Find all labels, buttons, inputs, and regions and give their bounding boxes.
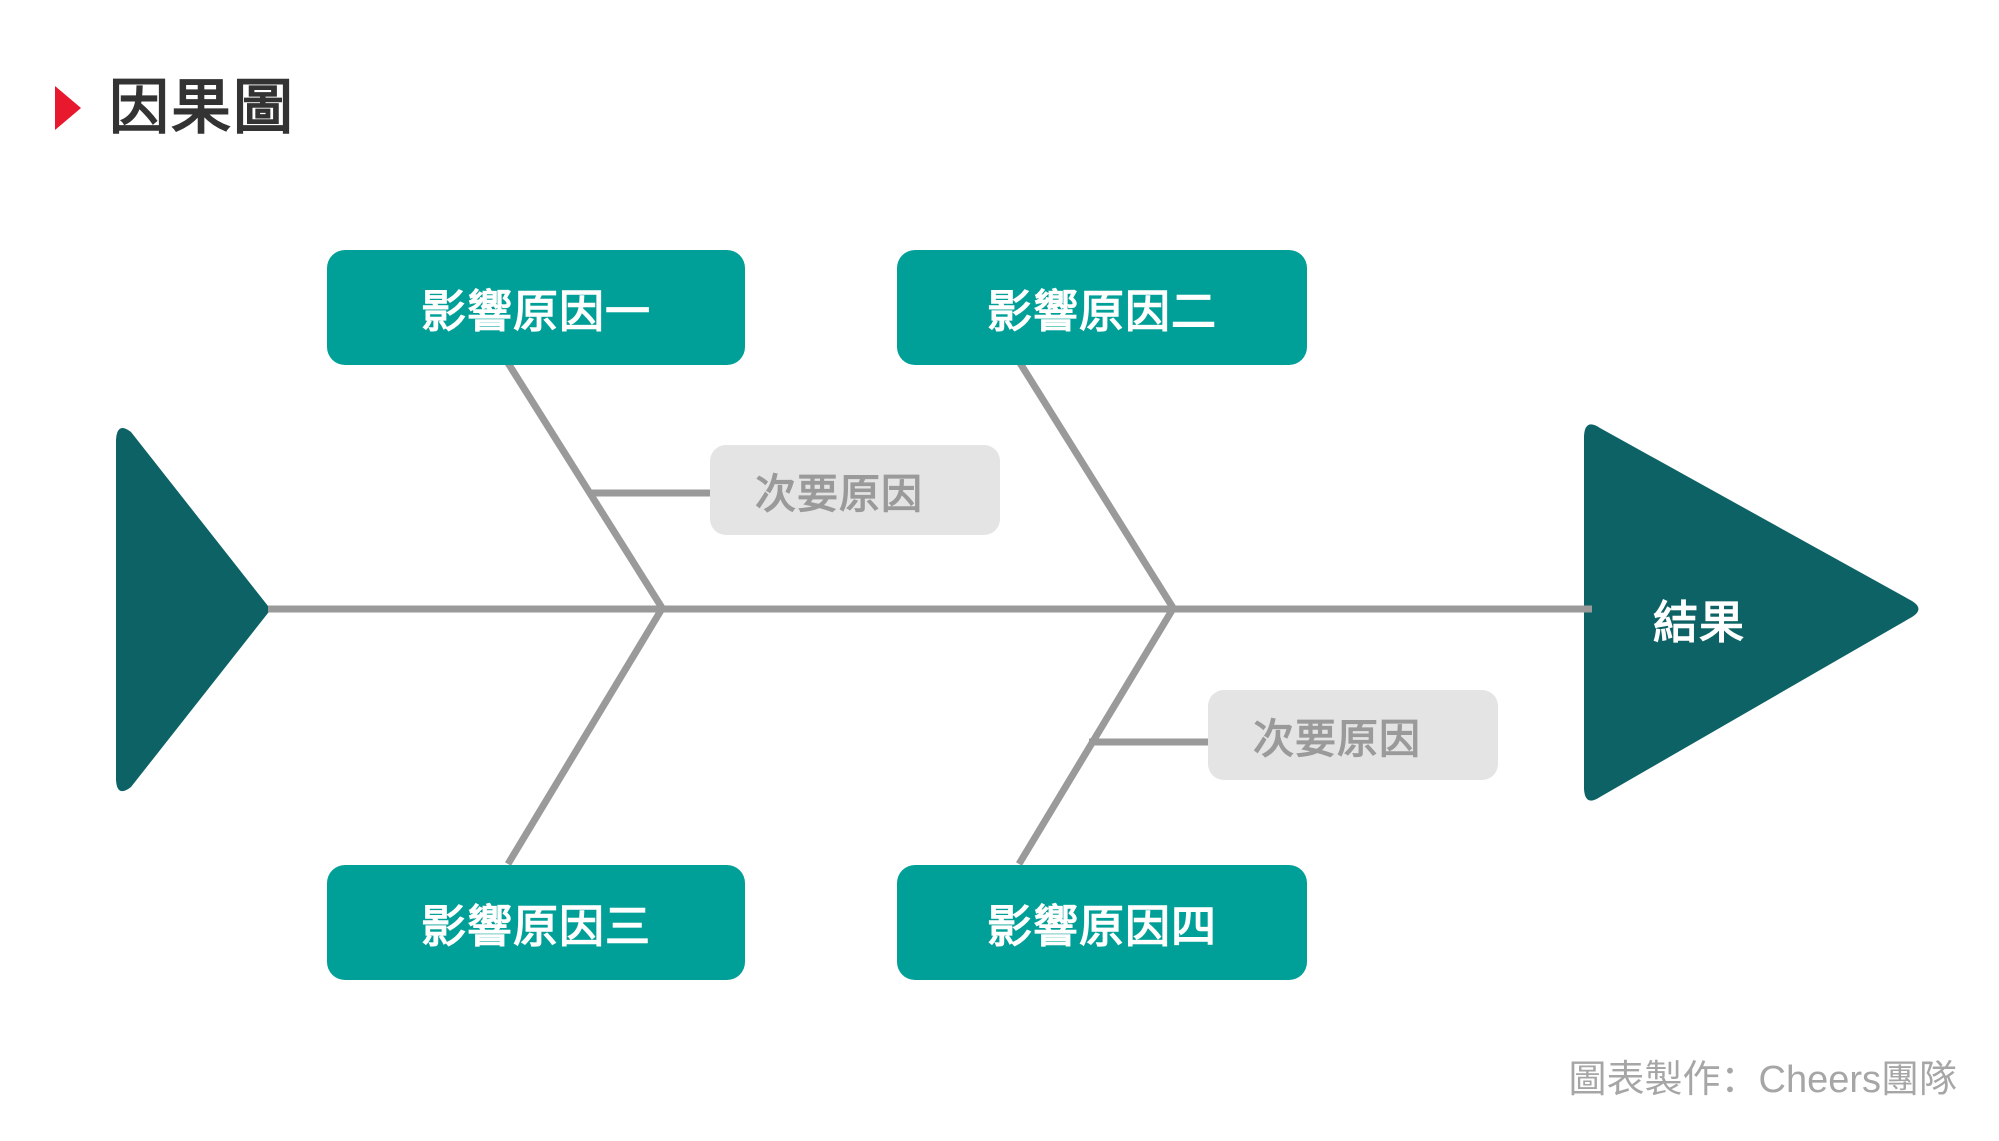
branch-line-cause-4 bbox=[1016, 605, 1177, 866]
tail-triangle bbox=[116, 427, 271, 792]
cause-box-4[interactable]: 影響原因四 bbox=[897, 865, 1307, 980]
cause-box-2[interactable]: 影響原因二 bbox=[897, 250, 1307, 365]
cause-box-4-label: 影響原因四 bbox=[986, 901, 1217, 952]
result-arrow bbox=[1584, 424, 1919, 801]
branch-line-cause-1 bbox=[505, 361, 667, 613]
red-triangle-icon bbox=[55, 86, 81, 130]
sub-cause-box-1-label: 次要原因 bbox=[755, 471, 923, 517]
result-label: 結果 bbox=[1653, 597, 1746, 648]
credit-text: 圖表製作：Cheers團隊 bbox=[1568, 1059, 1958, 1101]
cause-box-2-label: 影響原因二 bbox=[986, 286, 1217, 337]
page-title: 因果圖 bbox=[109, 74, 295, 141]
sub-cause-box-2[interactable]: 次要原因 bbox=[1208, 690, 1498, 780]
cause-box-3[interactable]: 影響原因三 bbox=[327, 865, 745, 980]
cause-box-3-label: 影響原因三 bbox=[420, 901, 651, 952]
branch-line-cause-3 bbox=[505, 605, 666, 866]
cause-box-1-label: 影響原因一 bbox=[420, 286, 651, 337]
sub-cause-box-2-label: 次要原因 bbox=[1253, 716, 1421, 762]
slide-header: 因果圖 bbox=[55, 78, 295, 138]
branch-line-cause-2 bbox=[1017, 361, 1178, 613]
cause-box-1[interactable]: 影響原因一 bbox=[327, 250, 745, 365]
sub-cause-box-1[interactable]: 次要原因 bbox=[710, 445, 1000, 535]
